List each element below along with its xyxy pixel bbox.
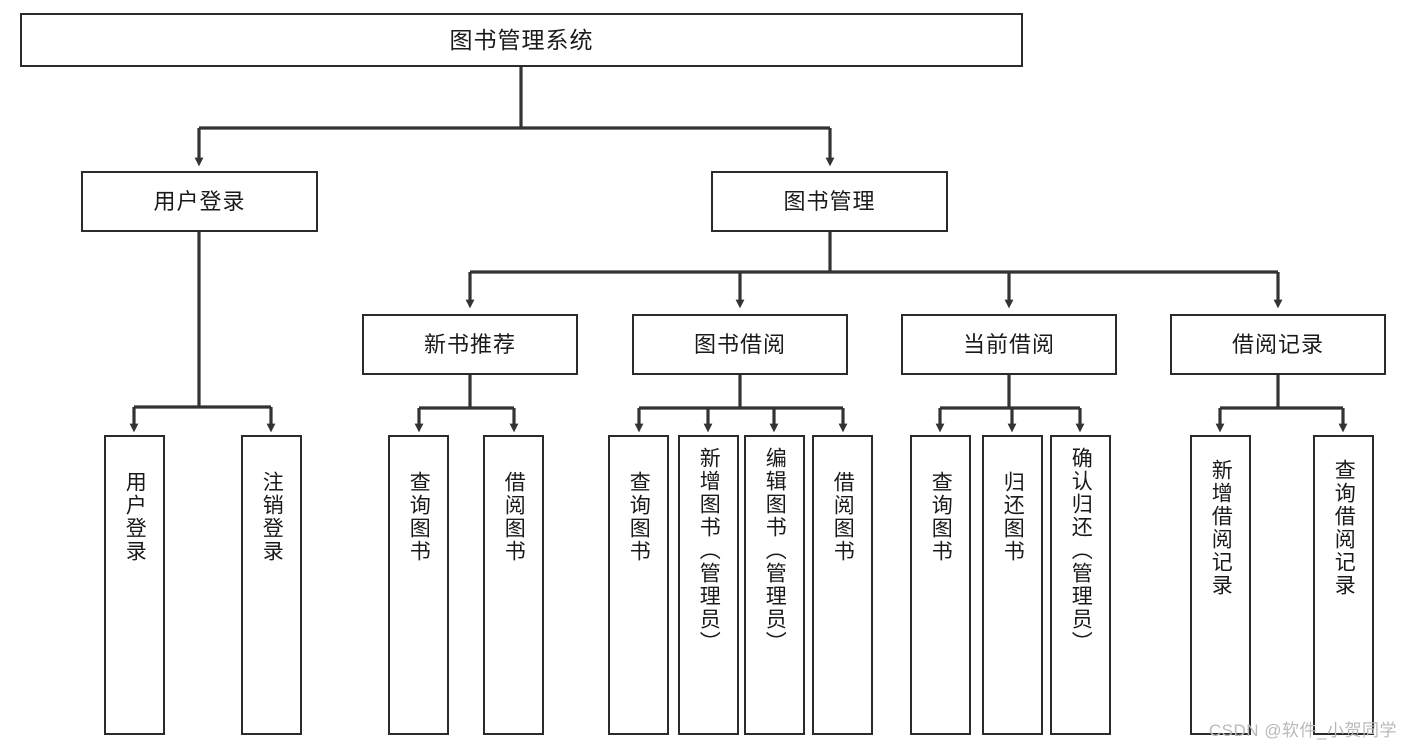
node-user-login-label: 用户登录 bbox=[153, 188, 246, 214]
node-new-book-rec[interactable]: 新书推荐 bbox=[362, 314, 578, 375]
node-current-borrow[interactable]: 当前借阅 bbox=[901, 314, 1117, 375]
node-leaf-edit-book-label: 编辑图书（管理员） bbox=[763, 447, 787, 654]
node-leaf-add-record-label: 新增借阅记录 bbox=[1209, 459, 1233, 597]
node-leaf-borrow-book-2-label: 借阅图书 bbox=[831, 471, 855, 563]
node-leaf-return-book-label: 归还图书 bbox=[1001, 471, 1025, 563]
node-borrow-record-label: 借阅记录 bbox=[1231, 331, 1324, 357]
node-current-borrow-label: 当前借阅 bbox=[962, 331, 1055, 357]
node-leaf-query-record[interactable]: 查询借阅记录 bbox=[1313, 435, 1374, 735]
watermark-text: CSDN @软件_小贺同学 bbox=[1208, 721, 1397, 740]
node-root[interactable]: 图书管理系统 bbox=[20, 13, 1023, 67]
node-leaf-query-record-label: 查询借阅记录 bbox=[1332, 459, 1356, 597]
node-leaf-borrow-book-1-label: 借阅图书 bbox=[502, 471, 526, 563]
node-borrow-record[interactable]: 借阅记录 bbox=[1170, 314, 1386, 375]
node-book-borrow[interactable]: 图书借阅 bbox=[632, 314, 848, 375]
node-leaf-query-book-2-label: 查询图书 bbox=[627, 471, 651, 563]
node-leaf-query-book-1[interactable]: 查询图书 bbox=[388, 435, 449, 735]
node-leaf-user-login-label: 用户登录 bbox=[123, 471, 147, 563]
node-leaf-user-logout-label: 注销登录 bbox=[260, 471, 284, 563]
node-leaf-query-book-3[interactable]: 查询图书 bbox=[910, 435, 971, 735]
node-leaf-add-book-label: 新增图书（管理员） bbox=[697, 447, 721, 654]
node-leaf-user-login[interactable]: 用户登录 bbox=[104, 435, 165, 735]
node-user-login[interactable]: 用户登录 bbox=[81, 171, 318, 232]
node-leaf-edit-book[interactable]: 编辑图书（管理员） bbox=[744, 435, 805, 735]
node-leaf-query-book-3-label: 查询图书 bbox=[929, 471, 953, 563]
node-book-manage-label: 图书管理 bbox=[783, 188, 876, 214]
node-root-label: 图书管理系统 bbox=[449, 26, 594, 53]
node-leaf-confirm-return[interactable]: 确认归还（管理员） bbox=[1050, 435, 1111, 735]
node-leaf-add-record[interactable]: 新增借阅记录 bbox=[1190, 435, 1251, 735]
node-leaf-confirm-return-label: 确认归还（管理员） bbox=[1069, 447, 1093, 654]
node-leaf-borrow-book-2[interactable]: 借阅图书 bbox=[812, 435, 873, 735]
node-leaf-query-book-1-label: 查询图书 bbox=[407, 471, 431, 563]
node-leaf-return-book[interactable]: 归还图书 bbox=[982, 435, 1043, 735]
node-leaf-add-book[interactable]: 新增图书（管理员） bbox=[678, 435, 739, 735]
node-book-borrow-label: 图书借阅 bbox=[693, 331, 786, 357]
node-book-manage[interactable]: 图书管理 bbox=[711, 171, 948, 232]
node-leaf-query-book-2[interactable]: 查询图书 bbox=[608, 435, 669, 735]
node-leaf-user-logout[interactable]: 注销登录 bbox=[241, 435, 302, 735]
node-leaf-borrow-book-1[interactable]: 借阅图书 bbox=[483, 435, 544, 735]
node-new-book-rec-label: 新书推荐 bbox=[423, 331, 516, 357]
